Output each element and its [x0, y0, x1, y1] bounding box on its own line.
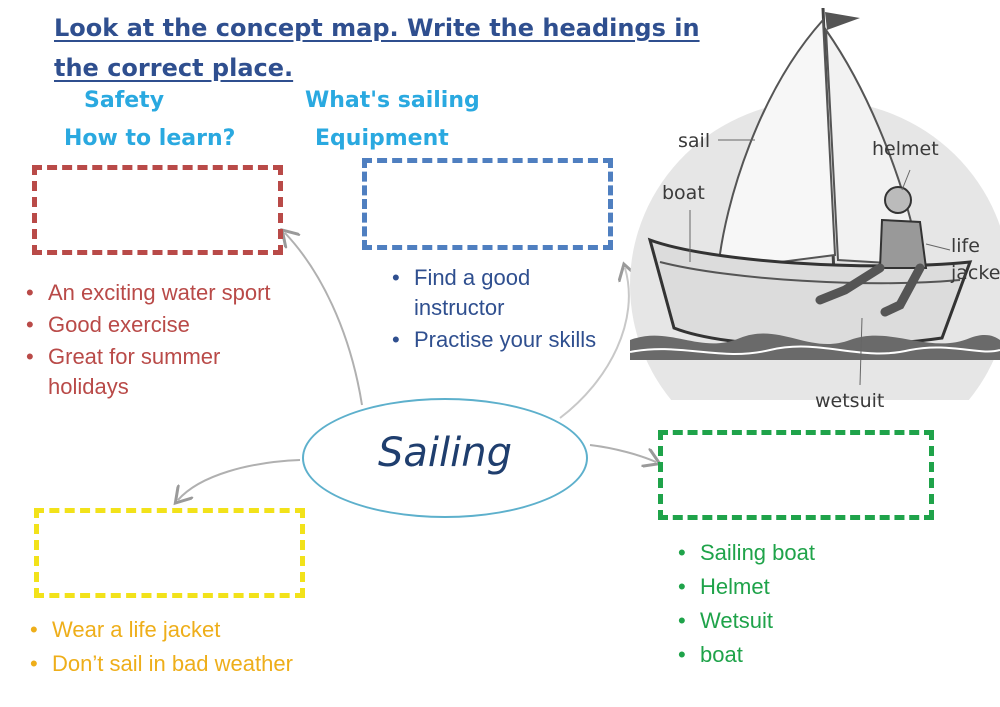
list-item: Great for summer holidays — [26, 342, 296, 402]
wetsuit-label: wetsuit — [815, 390, 885, 412]
list-item: Sailing boat — [678, 537, 898, 569]
heading-option-safety[interactable]: Safety — [84, 88, 165, 113]
list-item: boat — [678, 639, 898, 671]
list-item: Practise your skills — [392, 325, 612, 355]
drop-box-blue[interactable] — [362, 158, 613, 250]
arrow-to-green-box — [589, 444, 656, 462]
jacket-label: jacke — [951, 262, 1000, 284]
instruction-text: Look at the concept map. Write the headi… — [54, 14, 700, 82]
drop-box-yellow[interactable] — [34, 508, 305, 598]
arrow-to-red-box — [285, 233, 363, 406]
list-item: Wetsuit — [678, 605, 898, 637]
list-item: Good exercise — [26, 310, 296, 340]
arrow-to-blue-box — [559, 268, 629, 419]
heading-option-how-to-learn[interactable]: How to learn? — [64, 126, 236, 151]
list-item: Helmet — [678, 571, 898, 603]
heading-option-whats-sailing[interactable]: What's sailing — [305, 88, 480, 113]
yellow-branch-list: Wear a life jacket Don’t sail in bad wea… — [30, 614, 370, 682]
arrow-to-yellow-box — [178, 459, 301, 500]
sailboat-illustration — [630, 7, 1000, 400]
list-item: An exciting water sport — [26, 278, 296, 308]
drop-box-green[interactable] — [658, 430, 934, 520]
drop-box-red[interactable] — [32, 165, 283, 255]
list-item: Wear a life jacket — [30, 614, 370, 646]
sail-label: sail — [678, 130, 711, 152]
center-node — [302, 398, 588, 518]
center-node-label: Sailing — [378, 430, 512, 476]
boat-label: boat — [662, 182, 705, 204]
blue-branch-list: Find a good instructor Practise your ski… — [392, 263, 612, 357]
life-label: life — [951, 235, 980, 257]
helmet-label: helmet — [872, 138, 939, 160]
list-item: Find a good instructor — [392, 263, 612, 323]
red-branch-list: An exciting water sport Good exercise Gr… — [26, 278, 296, 404]
heading-option-equipment[interactable]: Equipment — [315, 126, 449, 151]
list-item: Don’t sail in bad weather — [30, 648, 370, 680]
green-branch-list: Sailing boat Helmet Wetsuit boat — [678, 537, 898, 673]
